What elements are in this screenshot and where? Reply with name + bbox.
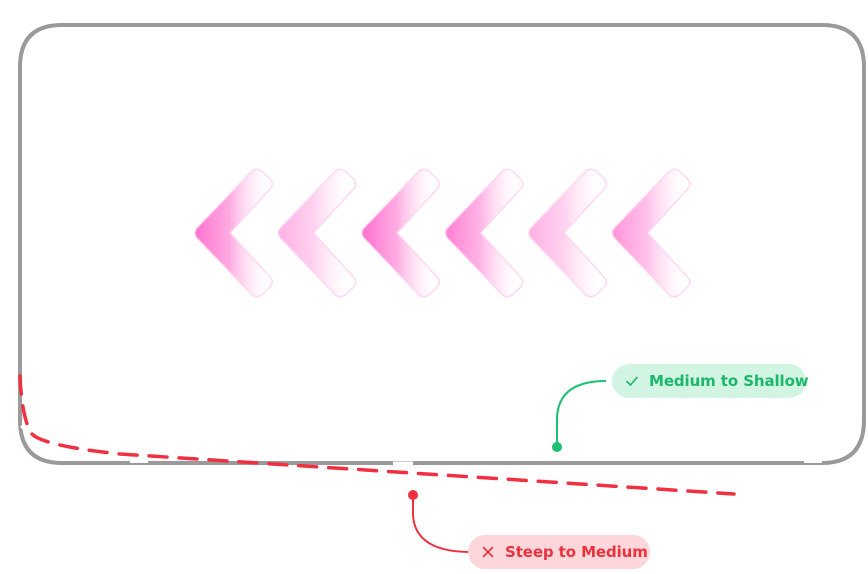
annotation-medium-to-shallow: Medium to Shallow: [612, 364, 809, 398]
annotation-label: Steep to Medium: [505, 543, 648, 561]
bad-connector-dot: [408, 490, 418, 500]
check-icon: [624, 373, 640, 389]
chevron-left-icon: [611, 168, 691, 298]
annotation-steep-to-medium: Steep to Medium: [468, 535, 650, 569]
x-icon: [480, 544, 496, 560]
chevron-left-icon: [444, 168, 524, 298]
chevron-left-icon: [361, 168, 441, 298]
chevron-row: [194, 168, 691, 298]
chevron-left-icon: [194, 168, 274, 298]
annotation-label: Medium to Shallow: [649, 372, 809, 390]
chevron-left-icon: [277, 168, 357, 298]
chevron-left-icon: [528, 168, 608, 298]
frame-gap-marks: [20, 423, 822, 467]
good-connector-dot: [552, 442, 562, 452]
bad-connector-line: [412, 496, 469, 553]
good-connector-line: [556, 380, 607, 447]
steep-to-medium-path: [18, 374, 736, 496]
gap-mark: [20, 423, 36, 442]
